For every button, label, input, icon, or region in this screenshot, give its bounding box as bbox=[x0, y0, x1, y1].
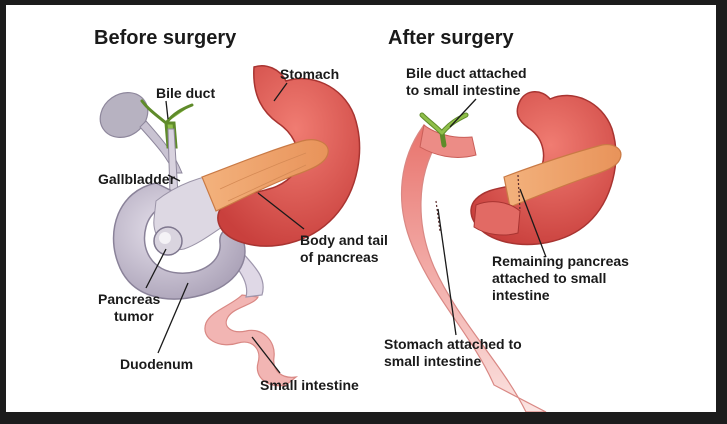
stomach-before bbox=[217, 65, 361, 247]
after-surgery-title: After surgery bbox=[388, 27, 514, 49]
pancreas-body-tail-before bbox=[201, 139, 329, 212]
label-stomach-attached-line1: Stomach attached to bbox=[384, 336, 522, 352]
label-body-tail-pancreas: Body and tail of pancreas bbox=[300, 232, 388, 266]
before-surgery-title: Before surgery bbox=[94, 27, 237, 49]
bile-duct-before bbox=[140, 99, 194, 149]
leader-lines bbox=[145, 82, 547, 374]
label-remaining-pancreas: Remaining pancreas attached to small int… bbox=[492, 253, 629, 304]
label-duodenum: Duodenum bbox=[120, 356, 194, 372]
label-remaining-line3: intestine bbox=[492, 287, 550, 303]
label-remaining-line1: Remaining pancreas bbox=[492, 253, 629, 269]
gallbladder-shape bbox=[99, 92, 149, 138]
remaining-pancreas bbox=[503, 144, 622, 208]
tumor-highlight bbox=[159, 232, 171, 244]
label-small-intestine: Small intestine bbox=[260, 377, 359, 393]
label-gallbladder: Gallbladder bbox=[98, 171, 176, 187]
anatomy-illustration bbox=[99, 65, 622, 412]
label-pancreas-tumor: Pancreas tumor bbox=[98, 291, 160, 325]
label-remaining-line2: attached to small bbox=[492, 270, 607, 286]
label-tumor-line2: tumor bbox=[114, 308, 154, 324]
label-bile-duct-attached: Bile duct attached to small intestine bbox=[406, 65, 527, 99]
small-intestine-before bbox=[204, 294, 299, 387]
label-stomach: Stomach bbox=[280, 66, 340, 82]
label-stomach-attached-line2: small intestine bbox=[384, 353, 482, 369]
label-stomach-attached: Stomach attached to small intestine bbox=[384, 336, 522, 370]
small-intestine-after bbox=[400, 124, 547, 412]
label-bile-duct-attached-line2: to small intestine bbox=[406, 82, 521, 98]
label-bile-duct-attached-line1: Bile duct attached bbox=[406, 65, 527, 81]
label-body-tail-line1: Body and tail bbox=[300, 232, 388, 248]
intestine-patch bbox=[473, 201, 521, 236]
label-tumor-line1: Pancreas bbox=[98, 291, 161, 307]
label-bile-duct: Bile duct bbox=[156, 85, 216, 101]
diagram-frame: Before surgery After surgery Stomach Bil… bbox=[6, 5, 716, 412]
intestine-upper-limb bbox=[419, 124, 477, 158]
pancreas-texture bbox=[219, 152, 307, 202]
label-body-tail-line2: of pancreas bbox=[300, 249, 379, 265]
anastomosis-stitches bbox=[435, 174, 521, 232]
